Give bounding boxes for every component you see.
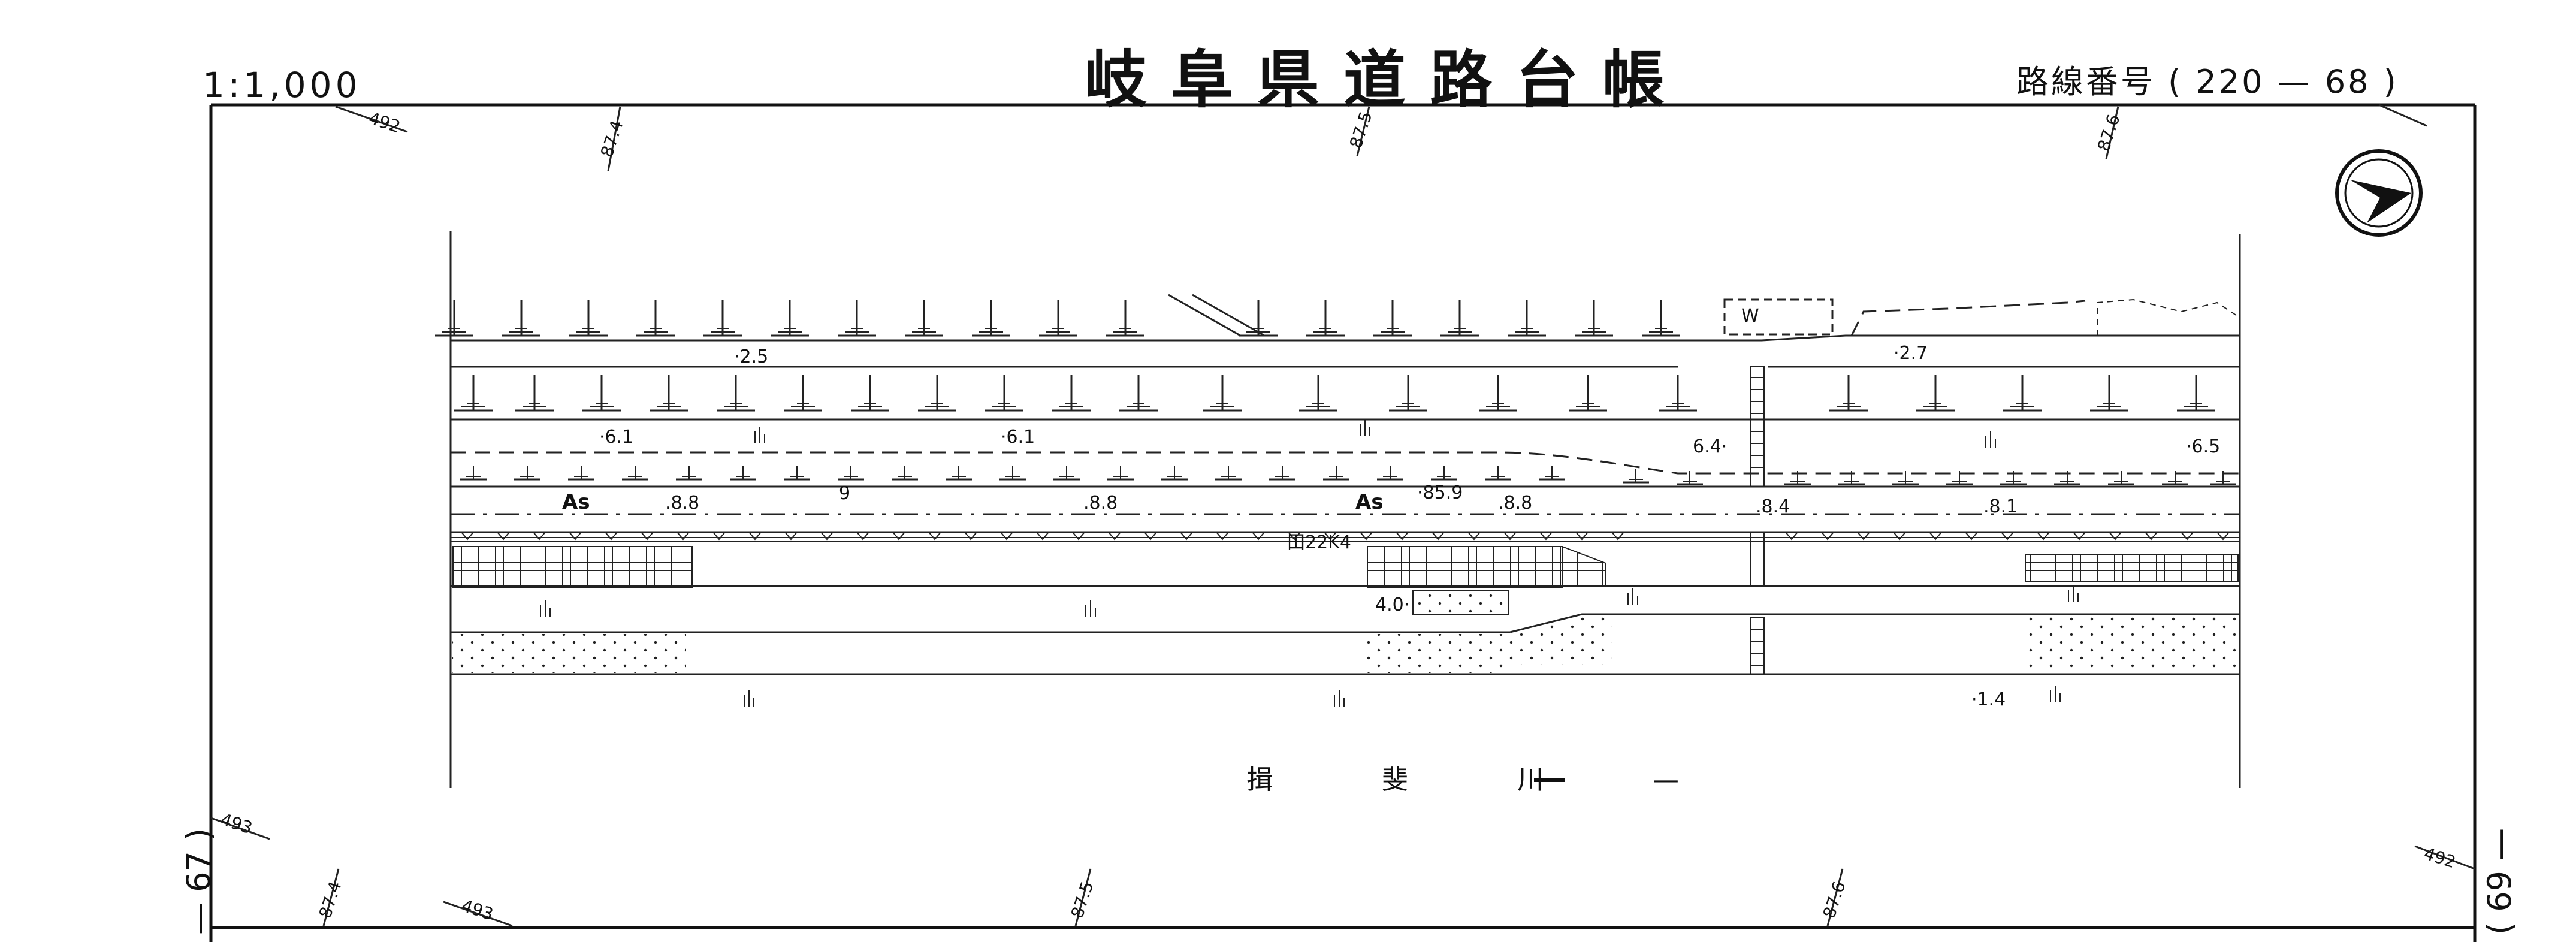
elevation-8-8-c: .8.8	[1498, 493, 1533, 514]
map-scale: 1:1,000	[203, 65, 361, 105]
route-number-value: 220 — 68	[2196, 63, 2371, 101]
elevation-4-0: 4.0·	[1375, 594, 1410, 615]
elevation-8-8-a: .8.8	[665, 493, 700, 514]
elevation-8-1: .8.1	[1983, 496, 2018, 517]
elevation-2-7: ·2.7	[1894, 343, 1928, 364]
elevation-85-9: ·85.9	[1417, 482, 1463, 503]
point-number-9: 9	[839, 483, 851, 504]
elevation-1-4: ·1.4	[1971, 689, 2006, 710]
elevation-8-8-b: .8.8	[1083, 493, 1118, 514]
route-number-block: 路線番号 ( 220 — 68 )	[2016, 55, 2399, 102]
asphalt-label-a: As	[562, 490, 590, 514]
elevation-6-1-a: ·6.1	[599, 427, 634, 448]
box-w-label: W	[1741, 306, 1759, 327]
elevation-6-1-b: ·6.1	[1001, 427, 1035, 448]
route-close-paren: )	[2383, 63, 2399, 101]
elevation-6-5: ·6.5	[2186, 436, 2221, 457]
route-number-label: 路線番号	[2016, 63, 2155, 101]
kilometer-post: 田22K4	[1287, 532, 1351, 553]
elevation-8-4: .8.4	[1756, 496, 1790, 517]
river-name: 揖 斐 川 —	[1246, 765, 1729, 795]
asphalt-label-b: As	[1355, 490, 1384, 514]
elevation-2-5: ·2.5	[734, 346, 769, 367]
elevation-6-4: 6.4·	[1693, 436, 1728, 457]
route-open-paren: (	[2168, 63, 2184, 101]
